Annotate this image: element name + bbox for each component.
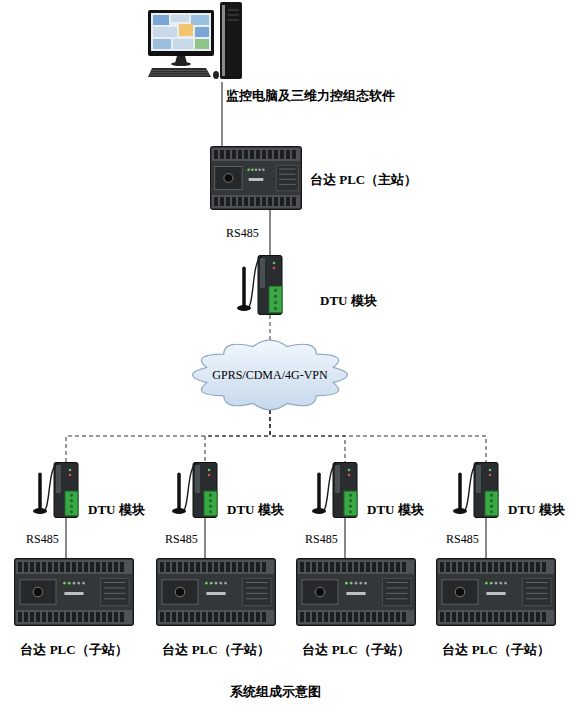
dtu-illustration bbox=[32, 462, 80, 518]
node-label: DTU 模块 bbox=[320, 293, 377, 309]
connector-line bbox=[270, 210, 271, 255]
dtu-module: DTU 模块 bbox=[32, 462, 80, 518]
wireless-link bbox=[66, 410, 270, 462]
wireless-link bbox=[205, 410, 270, 462]
slave-plc: 台达 PLC（子站） bbox=[296, 558, 416, 626]
edge-label: RS485 bbox=[26, 532, 59, 546]
plc-illustration bbox=[296, 558, 416, 626]
node-label: 台达 PLC（子站） bbox=[156, 642, 276, 658]
node-label: 台达 PLC（子站） bbox=[296, 642, 416, 658]
edge-label: RS485 bbox=[305, 532, 338, 546]
dtu-module: DTU 模块 bbox=[236, 255, 284, 315]
dtu-module: DTU 模块 bbox=[171, 462, 219, 518]
edge-label: RS485 bbox=[446, 532, 479, 546]
dtu-module: DTU 模块 bbox=[452, 462, 500, 518]
wireless-link bbox=[270, 315, 271, 340]
dtu-module: DTU 模块 bbox=[311, 462, 359, 518]
edge-label: RS485 bbox=[226, 226, 259, 240]
computer-illustration bbox=[148, 2, 244, 82]
plc-illustration bbox=[14, 558, 134, 626]
monitoring-computer: 监控电脑及三维力控组态软件 bbox=[148, 2, 244, 82]
connector-line bbox=[205, 518, 206, 558]
slave-plc: 台达 PLC（子站） bbox=[156, 558, 276, 626]
node-label: DTU 模块 bbox=[508, 502, 565, 518]
node-label: 台达 PLC（子站） bbox=[436, 642, 556, 658]
node-label: DTU 模块 bbox=[367, 502, 424, 518]
plc-illustration bbox=[156, 558, 276, 626]
connector-line bbox=[345, 518, 346, 558]
master-plc: 台达 PLC（主站） bbox=[210, 146, 302, 210]
figure-caption: 系统组成示意图 bbox=[0, 683, 550, 701]
dtu-illustration bbox=[311, 462, 359, 518]
connector-line bbox=[66, 518, 67, 558]
connector-line bbox=[222, 82, 223, 146]
node-label: 台达 PLC（主站） bbox=[310, 172, 417, 188]
node-label: DTU 模块 bbox=[88, 502, 145, 518]
slave-plc: 台达 PLC（子站） bbox=[436, 558, 556, 626]
dtu-illustration bbox=[452, 462, 500, 518]
node-label: GPRS/CDMA/4G-VPN bbox=[192, 367, 348, 383]
plc-illustration bbox=[210, 146, 302, 210]
dtu-illustration bbox=[236, 255, 284, 315]
slave-plc: 台达 PLC（子站） bbox=[14, 558, 134, 626]
node-label: 台达 PLC（子站） bbox=[14, 642, 134, 658]
plc-illustration bbox=[436, 558, 556, 626]
edge-label: RS485 bbox=[165, 532, 198, 546]
node-label: 监控电脑及三维力控组态软件 bbox=[226, 88, 395, 104]
network-cloud: GPRS/CDMA/4G-VPN bbox=[192, 340, 348, 410]
wireless-link bbox=[270, 410, 486, 462]
connector-line bbox=[486, 518, 487, 558]
dtu-illustration bbox=[171, 462, 219, 518]
node-label: DTU 模块 bbox=[227, 502, 284, 518]
